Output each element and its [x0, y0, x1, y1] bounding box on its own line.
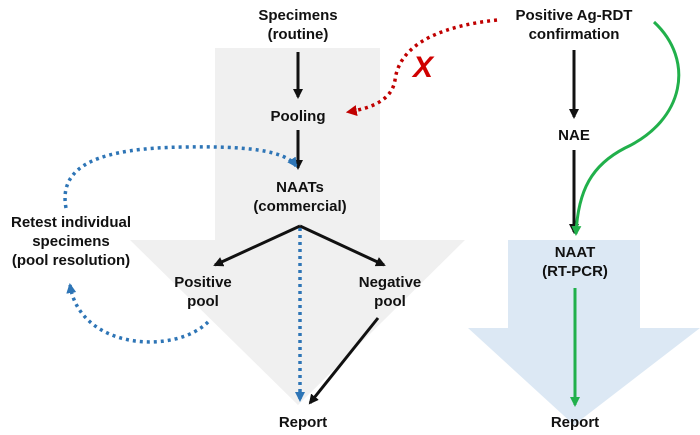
negative-pool-line-2: pool: [374, 293, 406, 310]
negative-pool-line-1: Negative: [359, 274, 422, 291]
positive-pool-line-1: Positive: [174, 274, 232, 291]
retest-line-2: specimens: [32, 233, 110, 250]
naat-rtpcr-line-2: (RT-PCR): [542, 263, 608, 280]
arrow-naats-to-positive-pool: [213, 224, 301, 267]
node-naats: NAATs (commercial): [253, 179, 346, 215]
arrow-naats-to-negative-pool: [299, 224, 386, 267]
dotted-arrow-retest-to-naats: [63, 145, 298, 209]
ag-rdt-line-1: Positive Ag-RDT: [516, 7, 633, 24]
node-specimens: Specimens (routine): [258, 7, 337, 43]
report-right-line-1: Report: [551, 414, 599, 431]
node-pooling: Pooling: [271, 108, 326, 125]
pooling-line-1: Pooling: [271, 108, 326, 125]
naats-line-1: NAATs: [276, 179, 324, 196]
ag-rdt-line-2: confirmation: [529, 26, 620, 43]
node-report-right: Report: [551, 414, 599, 431]
node-positive-pool: Positive pool: [174, 274, 232, 310]
dotted-arrow-positive-pool-to-retest: [66, 283, 210, 344]
specimens-line-2: (routine): [268, 26, 329, 43]
report-left-line-1: Report: [279, 414, 327, 431]
node-report-left: Report: [279, 414, 327, 431]
retest-line-1: Retest individual: [11, 214, 131, 231]
specimens-line-1: Specimens: [258, 7, 337, 24]
node-retest: Retest individual specimens (pool resoluti…: [11, 214, 131, 269]
node-negative-pool: Negative pool: [359, 274, 422, 310]
node-naat-rtpcr: NAAT (RT-PCR): [542, 244, 608, 280]
naat-rtpcr-line-1: NAAT: [555, 244, 596, 261]
naats-line-2: (commercial): [253, 198, 346, 215]
nae-line-1: NAE: [558, 127, 590, 144]
green-arrow-agrdt-to-naat: [571, 20, 681, 236]
dotted-arrow-agrdt-to-pooling-blocked: [345, 18, 498, 116]
arrow-negative-pool-to-report: [308, 317, 380, 405]
node-ag-rdt: Positive Ag-RDT confirmation: [516, 7, 633, 43]
blocked-x-marker: X: [411, 51, 435, 84]
positive-pool-line-2: pool: [187, 293, 219, 310]
node-nae: NAE: [558, 127, 590, 144]
retest-line-3: (pool resolution): [12, 252, 130, 269]
right-background-arrow: [468, 240, 700, 425]
